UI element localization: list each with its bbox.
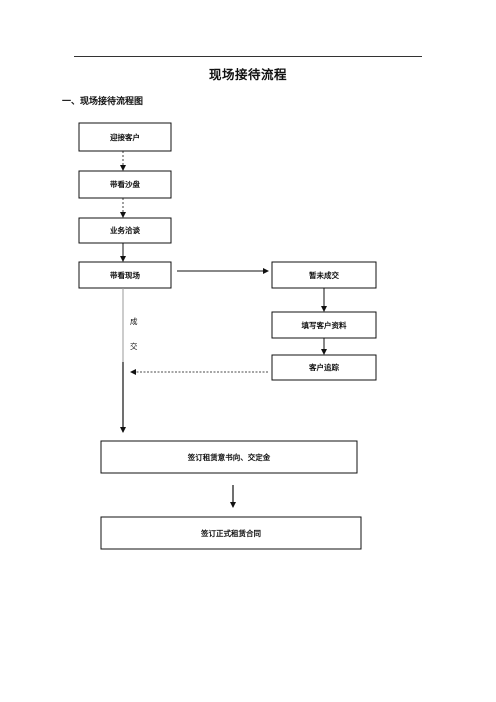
page-title: 现场接待流程	[208, 67, 287, 82]
deal-label-char-1: 成	[130, 316, 138, 326]
box-site-visit: 带看现场	[78, 261, 172, 289]
deal-label-char-2: 交	[130, 341, 138, 351]
box-sandtable: 带看沙盘	[78, 170, 172, 199]
box-welcome-label: 迎接客户	[110, 132, 140, 142]
box-formal-contract-label: 签订正式租赁合同	[200, 528, 261, 538]
box-site-visit-label: 带看现场	[110, 270, 140, 280]
box-sandtable-label: 带看沙盘	[110, 179, 140, 189]
box-intent-deposit: 签订租赁意书向、交定金	[100, 440, 358, 474]
box-follow-up-label: 客户追踪	[308, 362, 339, 372]
box-fill-info: 填写客户资料	[271, 311, 377, 339]
section-heading: 一、现场接待流程图	[62, 97, 144, 107]
box-not-closed-label: 暂未成交	[309, 270, 339, 280]
box-welcome: 迎接客户	[78, 122, 172, 152]
header-rule	[74, 56, 422, 57]
box-fill-info-label: 填写客户资料	[302, 320, 347, 330]
box-formal-contract: 签订正式租赁合同	[100, 516, 362, 550]
box-negotiation-label: 业务洽谈	[110, 225, 140, 235]
box-negotiation: 业务洽谈	[78, 217, 172, 244]
box-not-closed: 暂未成交	[271, 261, 377, 289]
box-intent-deposit-label: 签订租赁意书向、交定金	[187, 452, 271, 462]
box-follow-up: 客户追踪	[271, 354, 377, 381]
